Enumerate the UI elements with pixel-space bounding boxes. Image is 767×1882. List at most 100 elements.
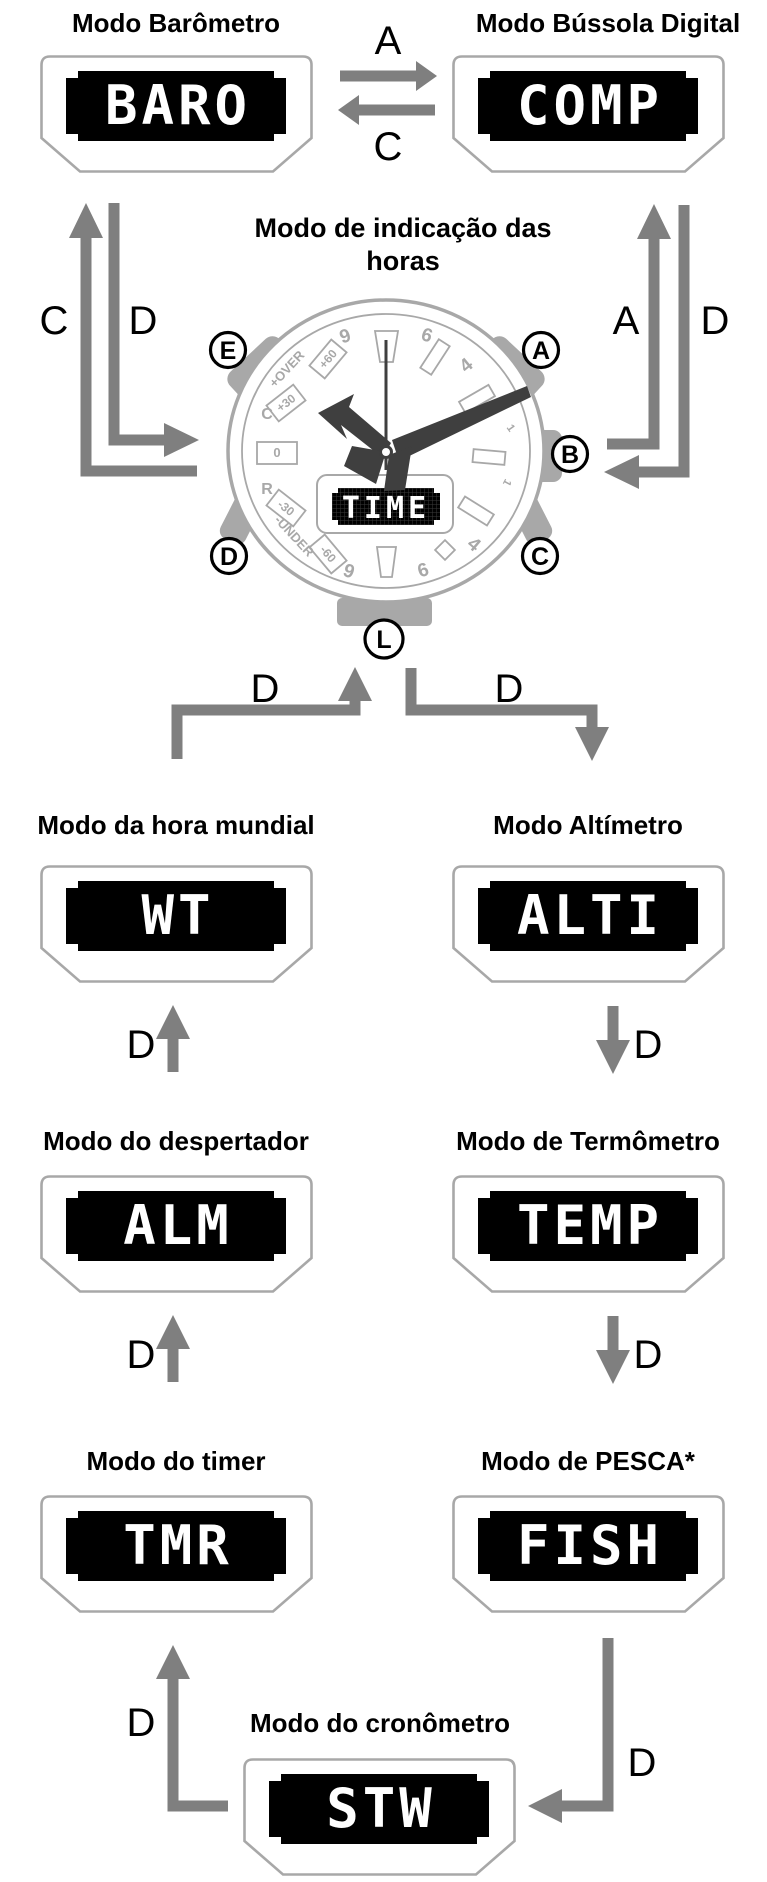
- label-temp-mode: Modo de Termômetro: [456, 1126, 720, 1156]
- button-circle-e: [208, 330, 248, 370]
- arrow-d-stw-to-tmr-head: [156, 1645, 190, 1679]
- button-letter-l: L: [376, 626, 391, 654]
- dial-num-1-b: 1: [500, 477, 513, 488]
- label-fish-mode: Modo de PESCA*: [481, 1446, 695, 1476]
- letter-d-left: D: [128, 299, 158, 343]
- hour-hand: [318, 394, 391, 458]
- arrow-d-baro-to-time-shaft: [108, 203, 166, 446]
- arrow-c-time-to-baro-shaft: [80, 236, 197, 477]
- plate-stw: STW: [243, 1758, 516, 1876]
- label-time-mode-line2: horas: [366, 246, 440, 276]
- button-circle-b: [550, 434, 590, 474]
- letter-d-below-left: D: [250, 667, 280, 711]
- letter-a-top: A: [374, 19, 402, 63]
- arrow-d-comp-to-time-head: [604, 455, 639, 489]
- plate-tmr: TMR: [40, 1495, 313, 1613]
- letter-d-mid1-right: D: [633, 1023, 663, 1067]
- letter-d-right: D: [700, 299, 730, 343]
- tick-6: [375, 546, 398, 578]
- watch-hands: [318, 340, 531, 491]
- label-time-mode: Modo de indicação das horas: [203, 212, 603, 278]
- arrow-d-wt-to-time-head: [338, 667, 372, 701]
- watch-illustration: +OVER +60 +30 C 0 R -30 -60 -UNDER 9 6 4…: [208, 298, 590, 660]
- letter-d-mid2-right: D: [633, 1333, 663, 1377]
- dial-text-r: R: [261, 481, 273, 498]
- button-letter-a: A: [532, 337, 550, 365]
- plate-wt: WT: [40, 865, 313, 983]
- tick-2: [457, 383, 497, 415]
- arrow-a-time-to-comp-head: [637, 204, 671, 239]
- arrow-d-temp-to-fish-head: [596, 1350, 630, 1384]
- lcd-fish-text: FISH: [516, 1514, 664, 1577]
- label-tmr-mode: Modo do timer: [86, 1446, 266, 1476]
- box-zero: [256, 441, 298, 465]
- box-plus-30: [265, 383, 307, 423]
- dial-text-zero: 0: [273, 445, 280, 460]
- arrow-a-baro-to-comp-head: [416, 61, 437, 91]
- hand-counterweight-right: [384, 446, 412, 491]
- hands-center-pivot: [379, 445, 393, 459]
- plate-comp: COMP: [452, 55, 725, 173]
- button-circle-l: [363, 618, 405, 660]
- watch-button-labels: E A B C D L: [208, 330, 590, 660]
- letter-c-top: C: [373, 125, 403, 169]
- arrow-c-time-to-baro-head: [69, 203, 103, 238]
- letter-a-right: A: [612, 299, 640, 343]
- label-comp-mode: Modo Bússola Digital: [475, 8, 741, 38]
- arrow-d-alti-to-temp-head: [596, 1040, 630, 1074]
- plate-baro: BARO: [40, 55, 313, 173]
- hand-counterweight-left: [344, 446, 386, 484]
- button-tab-l: [337, 598, 432, 626]
- letter-d-mid2-left: D: [126, 1333, 156, 1377]
- arrow-d-fish-to-stw-head: [528, 1789, 562, 1823]
- lcd-temp: TEMP: [478, 1191, 698, 1261]
- button-circle-d: [209, 536, 249, 576]
- lcd-alti: ALTI: [478, 881, 698, 951]
- second-hand: [384, 340, 388, 470]
- plate-alm: ALM: [40, 1175, 313, 1293]
- label-alm-mode: Modo do despertador: [43, 1126, 309, 1156]
- label-time-mode-line1: Modo de indicação das: [254, 213, 552, 243]
- letter-c-left: C: [39, 299, 69, 343]
- arrow-a-time-to-comp-shaft: [607, 237, 660, 450]
- box-minus-30: [265, 488, 307, 528]
- button-circle-c: [520, 536, 560, 576]
- lcd-alm: ALM: [66, 1191, 286, 1261]
- label-alti-mode: Modo Altímetro: [493, 810, 683, 840]
- arrow-d-stw-to-tmr-shaft: [167, 1676, 228, 1812]
- lcd-time-text: TIME: [342, 491, 430, 526]
- tick-3: [471, 448, 507, 466]
- button-letter-e: E: [220, 337, 237, 365]
- arrow-d-time-to-alti-head: [575, 727, 609, 761]
- arrow-c-comp-to-baro-head: [338, 95, 359, 125]
- minute-hand: [392, 386, 531, 461]
- arrow-d-time-to-alti-shaft: [405, 668, 598, 729]
- plate-alti: ALTI: [452, 865, 725, 983]
- dial-text-c: C: [261, 406, 273, 423]
- lcd-alti-text: ALTI: [516, 884, 664, 947]
- button-circle-a: [521, 330, 561, 370]
- plate-temp: TEMP: [452, 1175, 725, 1293]
- arrow-d-baro-to-time-head: [164, 423, 199, 457]
- dial-ticks: [256, 330, 507, 578]
- lcd-wt-text: WT: [141, 884, 215, 947]
- button-letter-b: B: [561, 441, 579, 469]
- arrow-d-wt-to-time-shaft: [171, 700, 361, 759]
- tick-4: [456, 495, 496, 527]
- plate-fish: FISH: [452, 1495, 725, 1613]
- arrow-d-comp-to-time-shaft: [638, 205, 690, 478]
- lcd-alm-text: ALM: [123, 1194, 233, 1257]
- arrow-d-alm-to-wt-head: [156, 1005, 190, 1039]
- tick-5-diamond: [433, 538, 457, 562]
- lcd-temp-text: TEMP: [516, 1194, 664, 1257]
- lcd-wt: WT: [66, 881, 286, 951]
- button-letter-d: D: [220, 543, 238, 571]
- lcd-time-grid: [332, 488, 440, 525]
- tick-1: [419, 337, 451, 377]
- lcd-stw-text: STW: [326, 1777, 436, 1840]
- arrow-d-tmr-to-alm-head: [156, 1315, 190, 1349]
- letter-d-bottom-left: D: [126, 1701, 156, 1745]
- lcd-stw: STW: [269, 1774, 489, 1844]
